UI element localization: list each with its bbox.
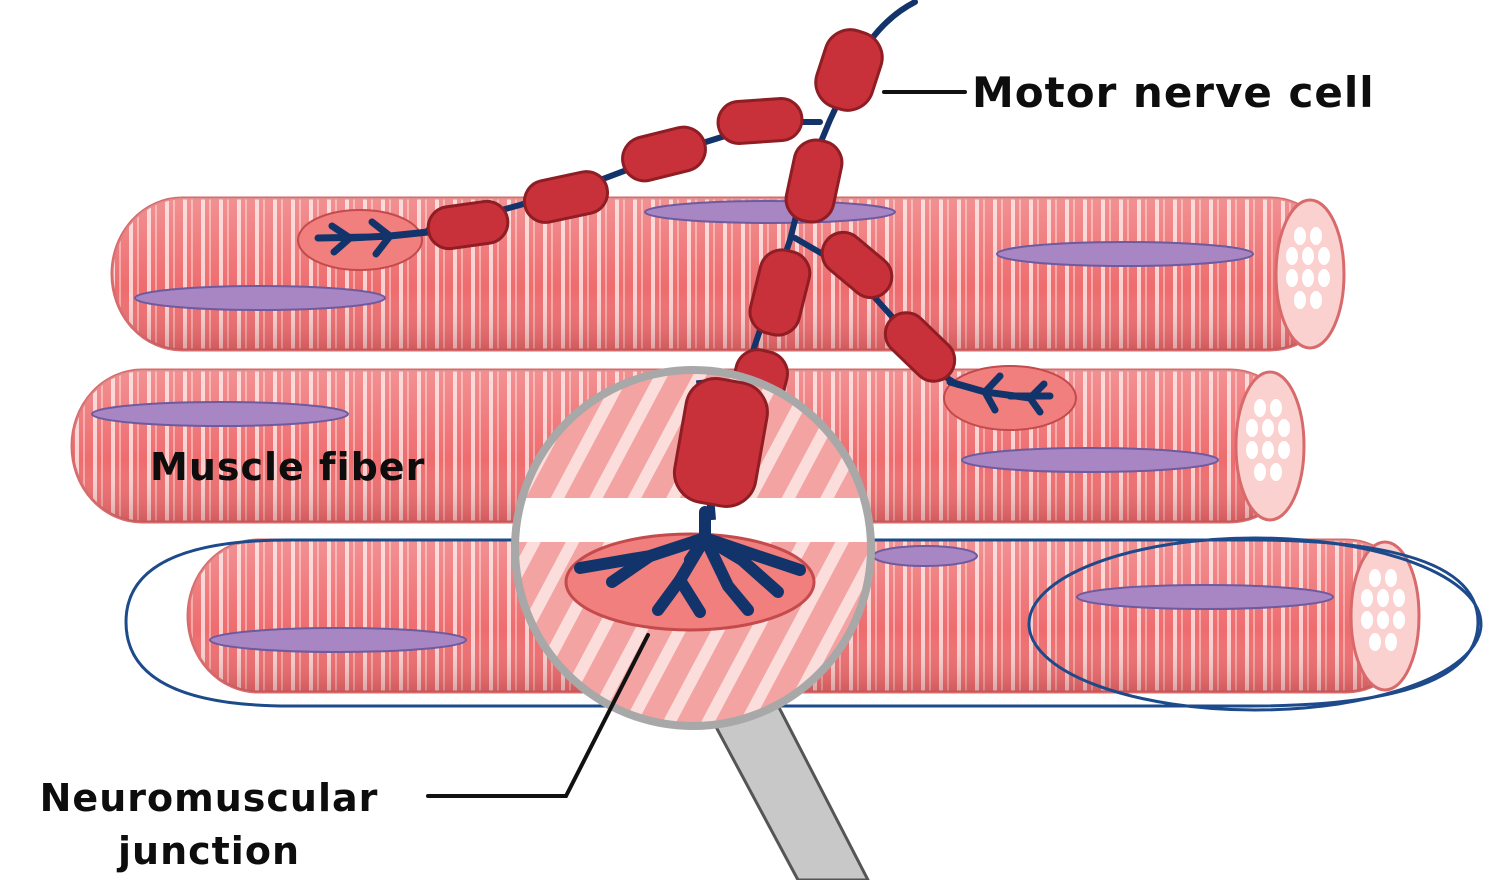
fiber-cross-section-middle xyxy=(1246,399,1290,481)
magnifier-rim xyxy=(511,366,875,730)
label-nmj-line1: Neuromuscular xyxy=(39,776,379,820)
leader-neuromuscular-junction xyxy=(426,633,650,798)
label-neuromuscular-junction: Neuromuscular junction xyxy=(14,772,404,878)
end-plate-left xyxy=(297,209,432,271)
muscle-fiber-top xyxy=(110,196,1346,352)
axon-terminals xyxy=(574,506,806,618)
nucleus xyxy=(644,200,896,224)
fiber-cross-section-bottom xyxy=(1361,569,1405,651)
nucleus xyxy=(134,285,386,311)
nucleus xyxy=(961,447,1219,473)
label-motor-nerve-cell: Motor nerve cell xyxy=(972,68,1375,117)
label-nmj-line2: junction xyxy=(117,829,300,874)
nucleus xyxy=(1076,584,1334,610)
nucleus xyxy=(872,545,978,567)
fiber-highlight-outline xyxy=(124,536,1483,712)
nucleus xyxy=(996,241,1254,267)
leader-lines xyxy=(426,90,967,798)
end-plate-right xyxy=(943,365,1077,431)
nucleus xyxy=(91,401,349,427)
label-muscle-fiber: Muscle fiber xyxy=(150,445,426,489)
magnifying-glass xyxy=(511,366,875,880)
magnified-junction xyxy=(515,370,871,726)
nucleus xyxy=(209,627,467,653)
fiber-cross-section-top xyxy=(1286,227,1330,309)
